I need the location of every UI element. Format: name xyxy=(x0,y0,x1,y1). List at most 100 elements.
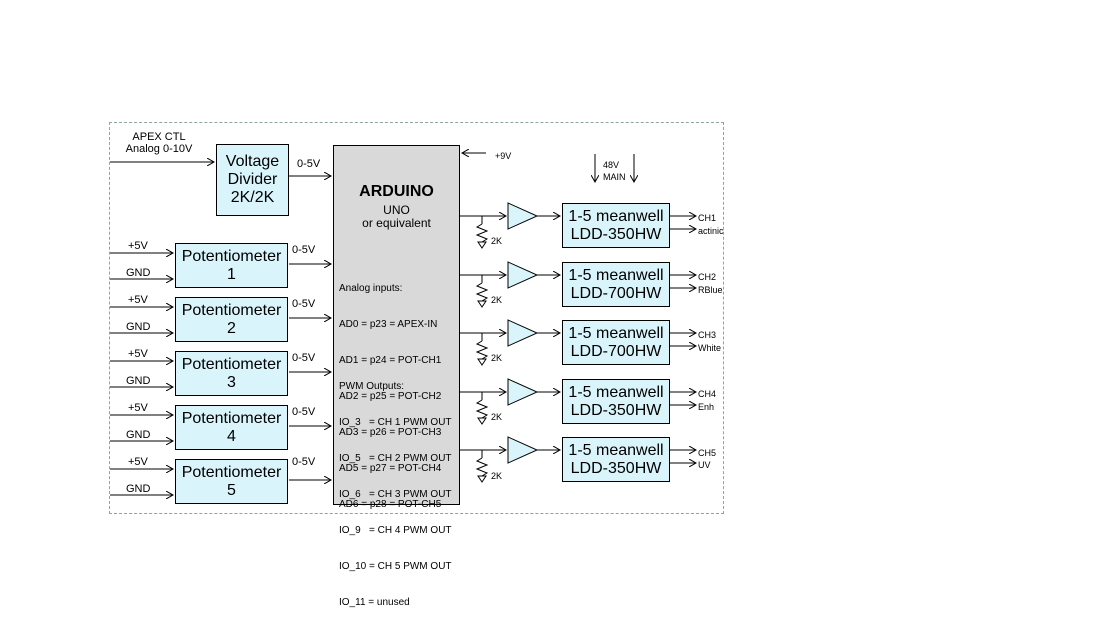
diagram-frame xyxy=(109,122,724,514)
buffer-icon xyxy=(507,261,539,289)
driver-line1: 1-5 meanwell xyxy=(568,324,664,342)
pot-name: Potentiometer xyxy=(181,409,282,427)
potentiometer-1-block: Potentiometer 1 xyxy=(175,243,288,288)
channel-label: CH5 xyxy=(698,448,717,458)
analog-item: AD6 = p28 = POT-CH5 xyxy=(339,499,442,510)
pot-gnd-label: GND xyxy=(126,483,151,495)
main-label: MAIN xyxy=(603,172,626,182)
pot-plus-label: +5V xyxy=(128,402,148,414)
resistor-2k-icon xyxy=(475,399,489,419)
pot-name: Potentiometer xyxy=(181,301,282,319)
driver-line2: LDD-350HW xyxy=(570,401,662,419)
pot-output-label: 0-5V xyxy=(292,298,316,310)
arduino-title: ARDUINO xyxy=(359,183,434,200)
pot-gnd-label: GND xyxy=(126,321,151,333)
pot-output-label: 0-5V xyxy=(292,456,316,468)
driver-line2: LDD-700HW xyxy=(570,284,662,302)
channel-color-label: RBlue xyxy=(698,285,723,295)
driver-line1: 1-5 meanwell xyxy=(568,266,664,284)
analog-item: AD1 = p24 = POT-CH1 xyxy=(339,355,442,366)
driver-line2: LDD-700HW xyxy=(570,342,662,360)
pot-name: Potentiometer xyxy=(181,463,282,481)
analog-item: AD0 = p23 = APEX-IN xyxy=(339,319,438,330)
driver-line1: 1-5 meanwell xyxy=(568,441,664,459)
pot-plus-label: +5V xyxy=(128,294,148,306)
resistor-2k-icon xyxy=(475,282,489,302)
potentiometer-5-block: Potentiometer 5 xyxy=(175,459,288,504)
buffer-icon xyxy=(507,378,539,406)
channel-label: CH2 xyxy=(698,272,717,282)
driver-ch2-block: 1-5 meanwell LDD-700HW xyxy=(562,262,670,307)
pwm-outputs-list: PWM Outputs: IO_3 = CH 1 PWM OUT IO_5 = … xyxy=(339,357,452,633)
analog-inputs-list: Analog inputs: AD0 = p23 = APEX-IN AD1 =… xyxy=(339,259,441,535)
channel-color-label: actinic xyxy=(698,226,724,236)
48v-label: 48V xyxy=(603,160,620,170)
resistor-label: 2K xyxy=(491,471,503,481)
apex-line2: Analog 0-10V xyxy=(125,143,193,155)
driver-ch5-block: 1-5 meanwell LDD-350HW xyxy=(562,437,670,482)
resistor-2k-icon xyxy=(475,457,489,477)
driver-line1: 1-5 meanwell xyxy=(568,207,664,225)
arduino-subtitle-2: or equivalent xyxy=(362,216,431,230)
channel-color-label: UV xyxy=(698,460,711,470)
arduino-subtitle: UNO xyxy=(383,203,410,217)
pot-output-label: 0-5V xyxy=(292,352,316,364)
pwm-item: IO_3 = CH 1 PWM OUT xyxy=(339,417,452,428)
pot-number: 1 xyxy=(227,265,236,283)
divider-output-label: 0-5V xyxy=(297,158,321,170)
ground-icon xyxy=(477,300,487,308)
pot-number: 3 xyxy=(227,373,236,391)
potentiometer-3-block: Potentiometer 3 xyxy=(175,351,288,396)
analog-item: AD3 = p26 = POT-CH3 xyxy=(339,427,442,438)
apex-line1: APEX CTL xyxy=(132,131,186,143)
pot-output-label: 0-5V xyxy=(292,244,316,256)
pwm-header: PWM Outputs: xyxy=(339,381,405,392)
arduino-block: ARDUINO UNO or equivalent Analog inputs:… xyxy=(333,145,460,608)
pot-plus-label: +5V xyxy=(128,240,148,252)
apex-label: APEX CTL Analog 0-10V xyxy=(118,131,200,155)
pot-name: Potentiometer xyxy=(181,247,282,265)
pot-output-label: 0-5V xyxy=(292,406,316,418)
pwm-item: IO_11 = unused xyxy=(339,597,410,608)
resistor-2k-icon xyxy=(475,223,489,243)
buffer-icon xyxy=(507,319,539,347)
pot-gnd-label: GND xyxy=(126,267,151,279)
pwm-item: IO_5 = CH 2 PWM OUT xyxy=(339,453,452,464)
driver-ch4-block: 1-5 meanwell LDD-350HW xyxy=(562,379,670,424)
channel-label: CH4 xyxy=(698,389,717,399)
pwm-item: IO_9 = CH 4 PWM OUT xyxy=(339,525,452,536)
driver-ch1-block: 1-5 meanwell LDD-350HW xyxy=(562,203,670,248)
pot-plus-label: +5V xyxy=(128,456,148,468)
pot-gnd-label: GND xyxy=(126,375,151,387)
analog-header: Analog inputs: xyxy=(339,283,403,294)
pot-number: 2 xyxy=(227,319,236,337)
pwm-item: IO_10 = CH 5 PWM OUT xyxy=(339,561,452,572)
potentiometer-2-block: Potentiometer 2 xyxy=(175,297,288,342)
channel-color-label: White xyxy=(698,343,722,353)
pot-number: 5 xyxy=(227,481,236,499)
pot-plus-label: +5V xyxy=(128,348,148,360)
ground-icon xyxy=(477,417,487,425)
divider-line1: Voltage xyxy=(225,153,280,170)
driver-line2: LDD-350HW xyxy=(570,225,662,243)
driver-line1: 1-5 meanwell xyxy=(568,383,664,401)
driver-ch3-block: 1-5 meanwell LDD-700HW xyxy=(562,320,670,365)
potentiometer-4-block: Potentiometer 4 xyxy=(175,405,288,450)
channel-color-label: Enh xyxy=(698,402,715,412)
resistor-2k-icon xyxy=(475,340,489,360)
channel-label: CH3 xyxy=(698,330,717,340)
driver-line2: LDD-350HW xyxy=(570,459,662,477)
resistor-label: 2K xyxy=(491,295,503,305)
pwm-item: IO_6 = CH 3 PWM OUT xyxy=(339,489,452,500)
analog-item: AD5 = p27 = POT-CH4 xyxy=(339,463,442,474)
ground-icon xyxy=(477,241,487,249)
voltage-divider-block: Voltage Divider 2K/2K xyxy=(216,144,289,216)
divider-line2: Divider xyxy=(227,171,278,188)
pot-number: 4 xyxy=(227,427,236,445)
pot-gnd-label: GND xyxy=(126,429,151,441)
block-diagram: APEX CTL Analog 0-10V Voltage Divider 2K… xyxy=(109,122,724,608)
resistor-label: 2K xyxy=(491,353,503,363)
resistor-label: 2K xyxy=(491,236,503,246)
analog-item: AD2 = p25 = POT-CH2 xyxy=(339,391,442,402)
resistor-label: 2K xyxy=(491,412,503,422)
